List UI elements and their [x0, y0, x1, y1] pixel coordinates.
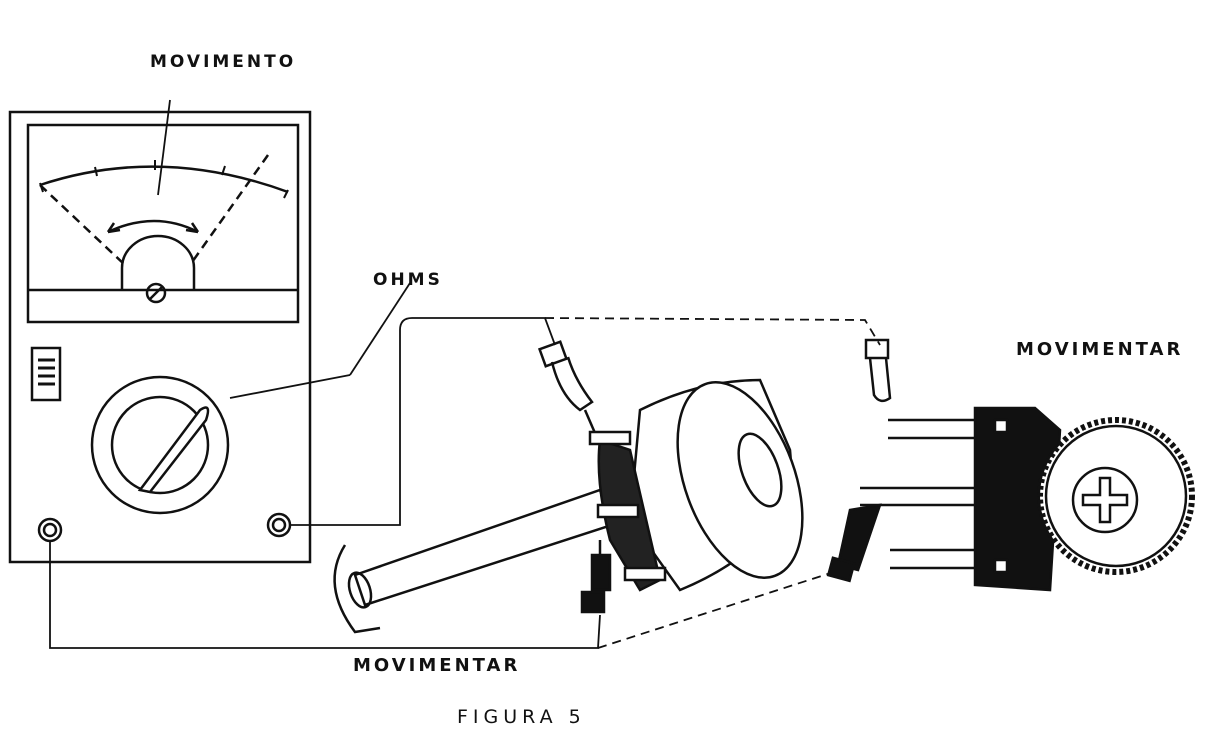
multimeter: [8, 99, 411, 564]
trimmer-adjust-slot: [1071, 466, 1139, 534]
needle-swing-arrow: [107, 219, 199, 234]
movimento-leader: [157, 99, 171, 196]
trimmer-resistor: [860, 406, 1195, 592]
label-ohms: OHMS: [373, 270, 443, 290]
probe-trimmer-red: [864, 338, 892, 403]
range-selector: [90, 375, 230, 515]
probe-red: [537, 340, 600, 441]
zero-adjust-screw: [145, 282, 167, 304]
potentiometer: [333, 378, 804, 634]
jack-left: [37, 517, 63, 543]
label-movimentar-bottom: MOVIMENTAR: [353, 655, 521, 676]
label-movimento: MOVIMENTO: [150, 52, 297, 72]
probe-black: [580, 540, 612, 614]
figure-caption: FIGURA 5: [457, 706, 586, 728]
meter-movement-housing: [120, 234, 196, 290]
pot-shaft: [353, 488, 614, 607]
rotate-arrow: [333, 544, 381, 634]
switch: [30, 346, 62, 402]
jack-right: [266, 512, 292, 538]
probe-trimmer-black: [826, 503, 882, 583]
label-movimentar-right: MOVIMENTAR: [1016, 339, 1184, 360]
meter-scale: [39, 165, 289, 194]
test-leads: [49, 317, 881, 649]
selector-pointer: [137, 406, 210, 494]
